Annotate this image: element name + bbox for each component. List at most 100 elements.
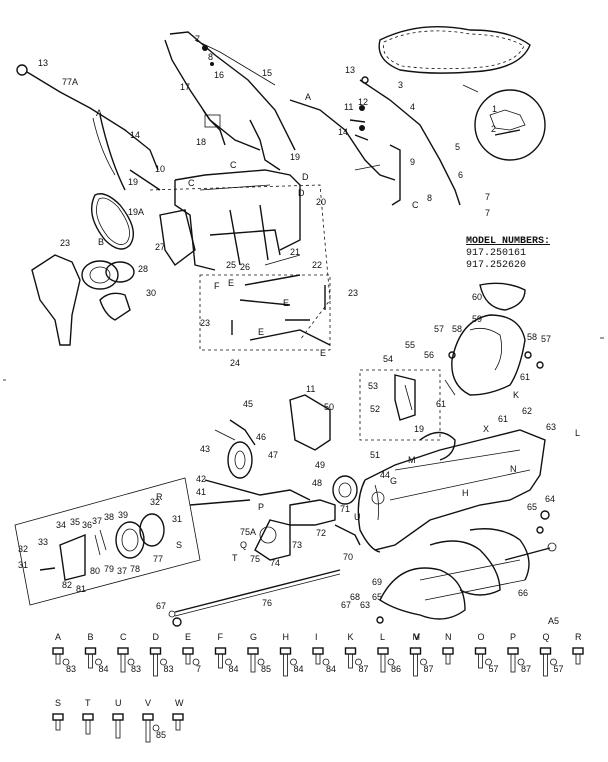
hardware-part-number: 83	[131, 664, 141, 674]
callout: 72	[316, 528, 326, 538]
hardware-item: R	[572, 632, 584, 665]
letter-marker: B	[98, 237, 104, 247]
model-numbers-box: MODEL NUMBERS: 917.250161 917.252620	[466, 236, 550, 272]
letter-marker: C	[188, 178, 195, 188]
pulley-group	[31, 254, 135, 346]
letter-marker: R	[156, 492, 163, 502]
callout: 62	[522, 406, 532, 416]
callout: 76	[262, 598, 272, 608]
callout: 58	[527, 332, 537, 342]
bolt-shank-icon	[145, 719, 151, 743]
bolt-head-icon	[344, 647, 357, 655]
callout: 68	[350, 592, 360, 602]
letter-marker: F	[214, 281, 220, 291]
hardware-item: Q57	[539, 632, 564, 677]
callout: 41	[196, 487, 206, 497]
bolt-shank-icon	[55, 653, 61, 665]
letter-markers: A A B C C C D D E E E E F L G H K M N R …	[96, 92, 580, 642]
hardware-item: D83	[149, 632, 174, 677]
hardware-item: M87	[409, 632, 434, 677]
washer-icon	[517, 658, 525, 666]
bolt-shank-icon	[218, 653, 223, 669]
hardware-letter: E	[185, 632, 191, 642]
callout: 19	[290, 152, 300, 162]
hardware-part-number: 87	[359, 664, 369, 674]
callout: 79	[104, 564, 114, 574]
callout: 14	[130, 130, 140, 140]
callout: 9	[410, 157, 415, 167]
washer-icon	[127, 658, 135, 666]
letter-marker: H	[462, 488, 469, 498]
letter-marker: X	[483, 424, 489, 434]
washer-icon	[550, 658, 557, 666]
callout: 38	[104, 512, 114, 522]
hardware-part-number: 84	[294, 664, 304, 674]
hardware-part-number: 85	[261, 664, 271, 674]
callout: 26	[240, 262, 250, 272]
callout: 19	[128, 177, 138, 187]
bolt-head-icon	[539, 647, 552, 655]
callout: 21	[290, 247, 300, 257]
hardware-part-number: 87	[424, 664, 434, 674]
hardware-item: H84	[279, 632, 304, 677]
letter-marker: L	[575, 428, 580, 438]
hardware-item: C83	[117, 632, 141, 674]
bolt-head-icon	[409, 647, 422, 655]
callout: 31	[18, 560, 28, 570]
callout: 80	[90, 566, 100, 576]
callout: 12	[358, 97, 368, 107]
callout-labels: 13 77A 14 19 10 19A 7 8 16 15 17 18 19 1…	[18, 34, 556, 611]
chute-crank-bracket	[359, 369, 441, 441]
callout: 82	[62, 580, 72, 590]
callout: 50	[324, 402, 334, 412]
hardware-part-number: 83	[164, 664, 174, 674]
washer-icon	[95, 658, 102, 666]
hardware-item: T	[82, 698, 94, 735]
shift-rod-assembly	[289, 79, 461, 206]
callout: 4	[410, 102, 415, 112]
hardware-letter: W	[175, 698, 184, 708]
callout: 57	[541, 334, 551, 344]
callout: 65	[527, 502, 537, 512]
bolt-shank-icon	[85, 719, 91, 735]
bolt-head-icon	[182, 647, 194, 655]
callout: 78	[130, 564, 140, 574]
model-numbers-header: MODEL NUMBERS:	[466, 236, 551, 247]
callout: 22	[312, 260, 322, 270]
callout: 71	[340, 504, 350, 514]
callout: 8	[427, 193, 432, 203]
callout: 1	[492, 104, 497, 114]
callout: 16	[214, 70, 224, 80]
hardware-item: V85	[142, 698, 166, 743]
callout: 2	[491, 124, 496, 134]
callout: 77A	[62, 77, 78, 87]
letter-marker: G	[390, 476, 397, 486]
callout: 63	[360, 600, 370, 610]
callout: 45	[243, 399, 253, 409]
hardware-letter: F	[218, 632, 224, 642]
callout: 42	[196, 474, 206, 484]
callout: 18	[196, 137, 206, 147]
bolt-head-icon	[84, 647, 97, 655]
callout: 55	[405, 340, 415, 350]
callout: 34	[56, 520, 66, 530]
callout: 58	[452, 324, 462, 334]
bolt-head-icon	[377, 647, 389, 655]
washer-icon	[225, 658, 232, 666]
hardware-item: U	[112, 698, 124, 739]
bolt-shank-icon	[510, 653, 516, 673]
bolt-head-icon	[214, 647, 227, 655]
callout: 13	[345, 65, 355, 75]
impeller-subassembly	[14, 477, 201, 606]
bolt-shank-icon	[120, 653, 126, 673]
callout: 20	[316, 197, 326, 207]
hardware-part-number: 83	[66, 664, 76, 674]
washer-icon	[192, 658, 200, 666]
hardware-item: B84	[84, 632, 109, 674]
callout: 36	[82, 520, 92, 530]
washer-icon	[160, 658, 167, 666]
shaft-76	[168, 569, 341, 618]
callout: 47	[268, 450, 278, 460]
callout: 32	[18, 544, 28, 554]
